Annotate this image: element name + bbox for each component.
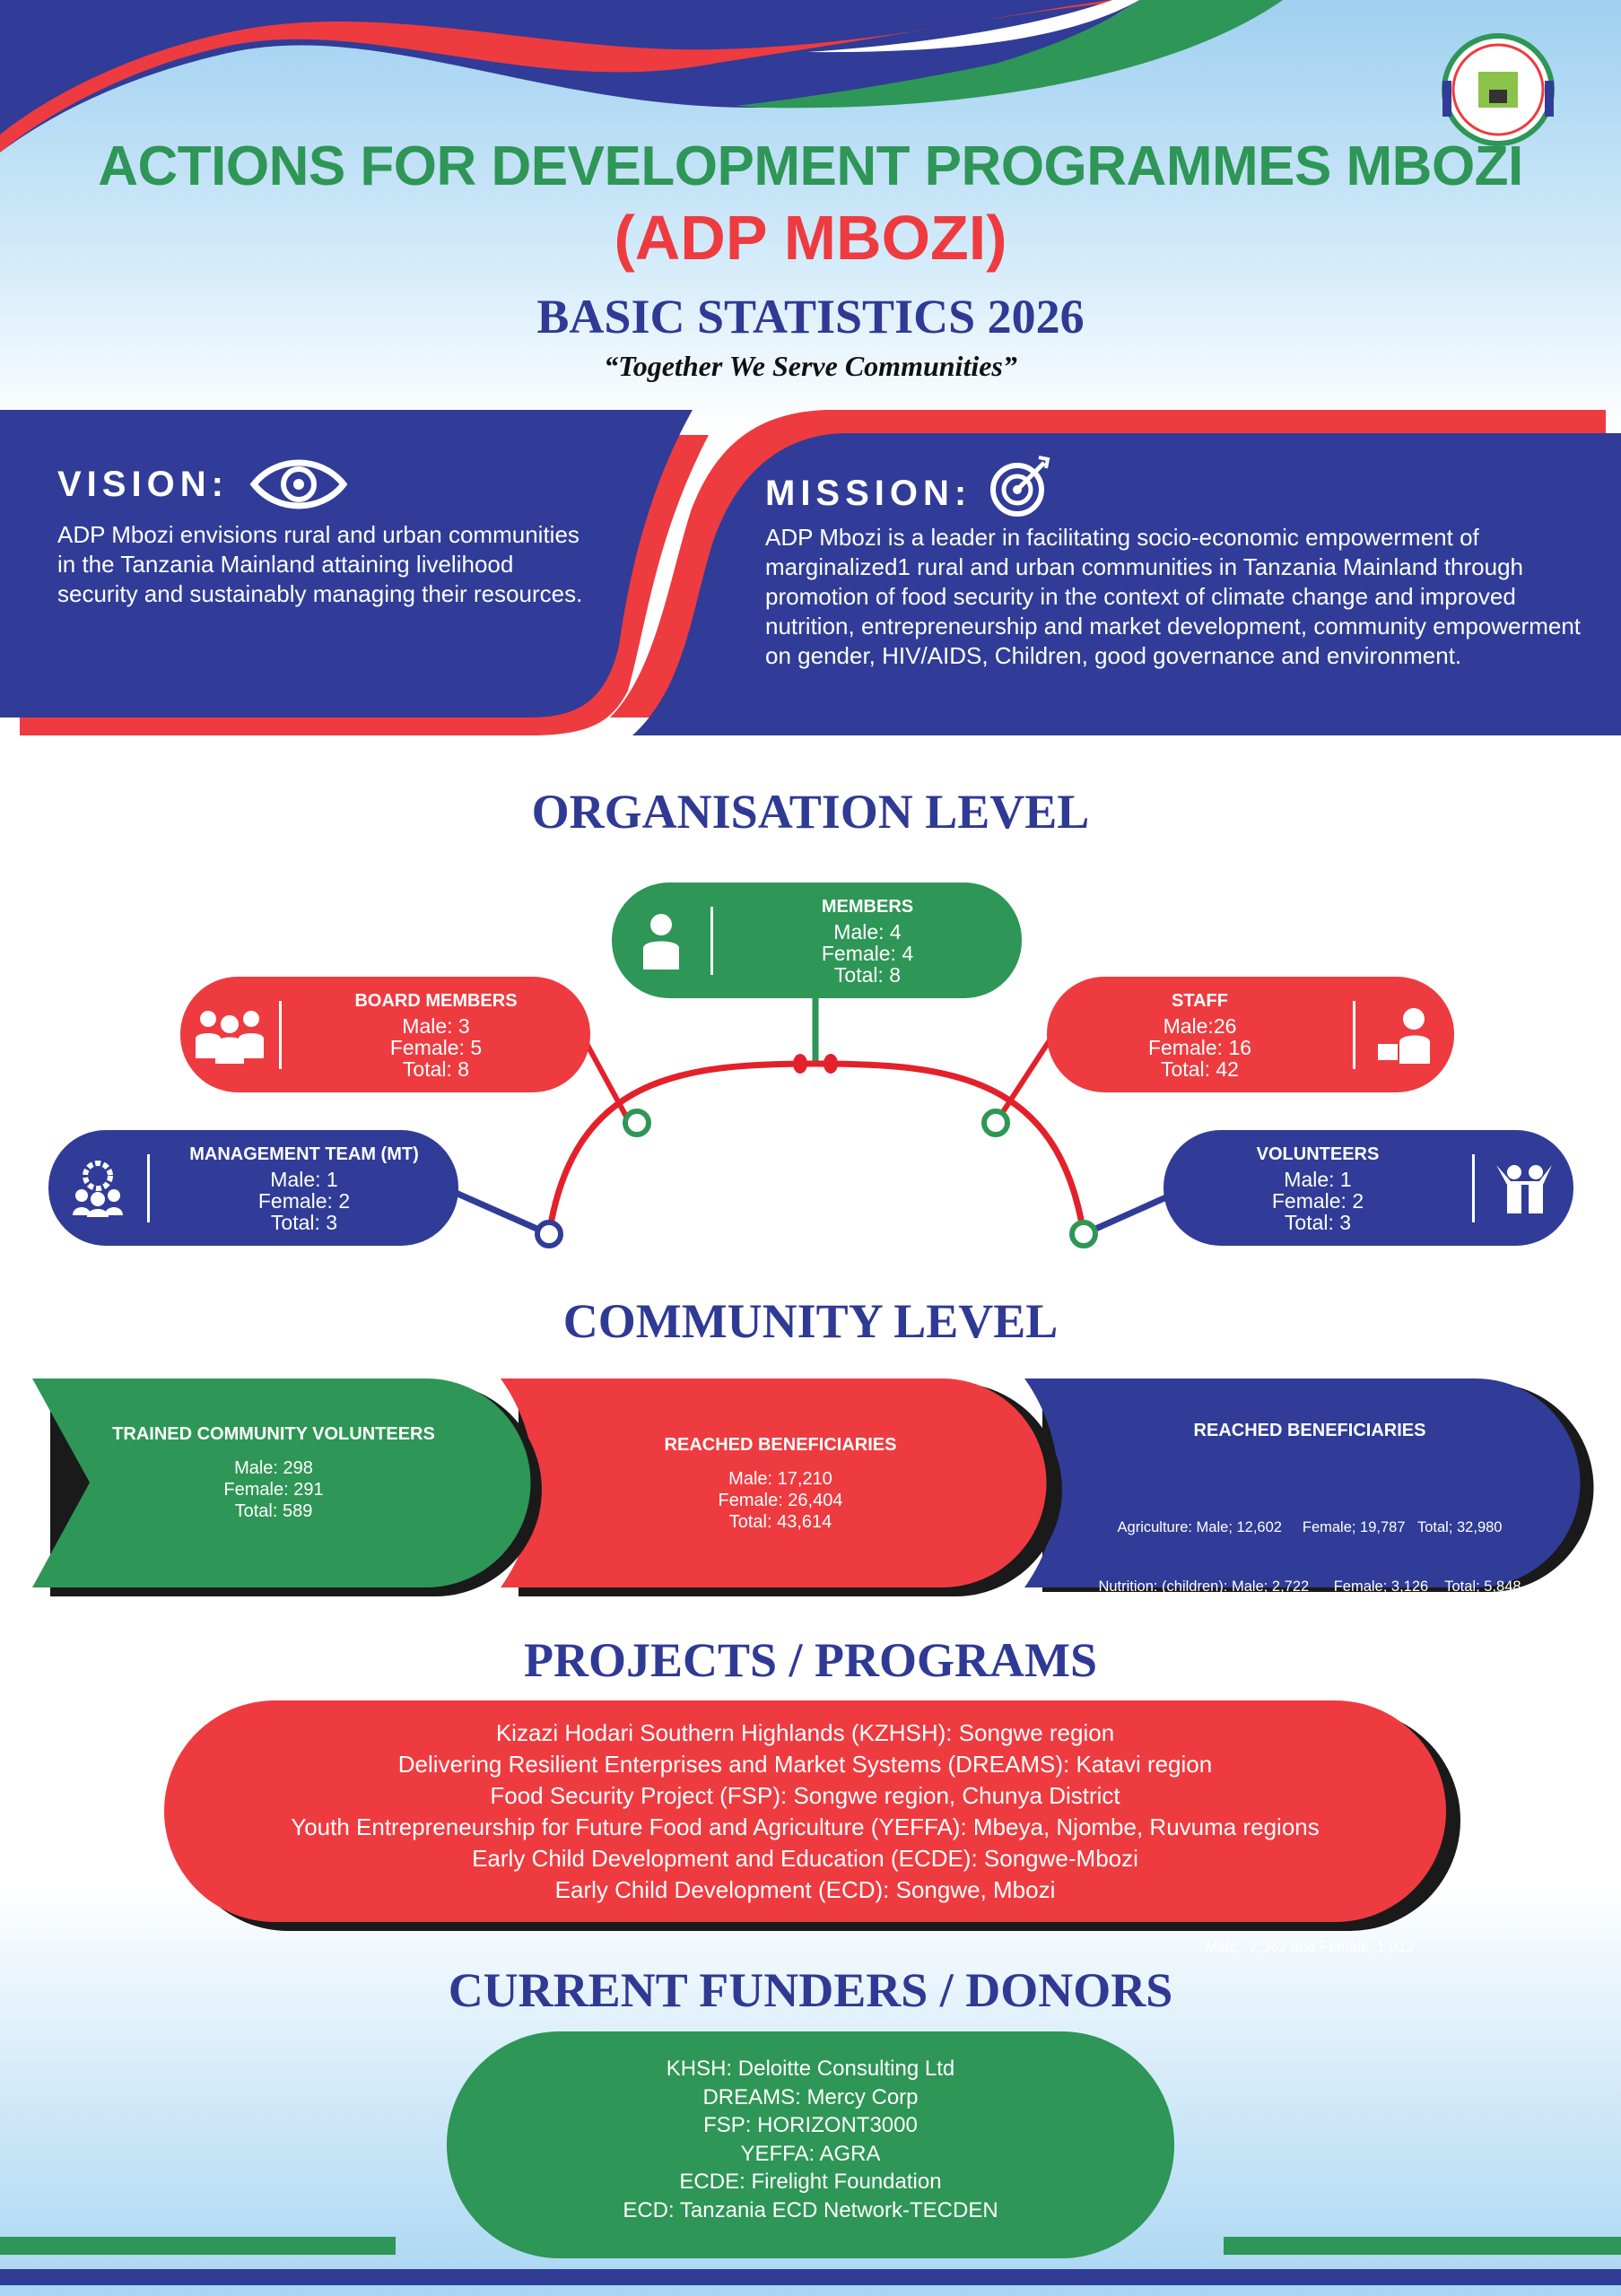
eye-icon [249,459,348,509]
project-item: Early Child Development (ECD): Songwe, M… [554,1876,1056,1903]
volunteers-cheer-icon [1496,1164,1552,1213]
footer-bar-left [0,2237,396,2255]
members-female: Female: 4 [821,941,914,965]
acronym-title: (ADP MBOZI) [614,203,1007,273]
reached-male: Male: 17,210 [728,1469,832,1489]
main-title: ACTIONS FOR DEVELOPMENT PROGRAMMES MBOZI [98,135,1523,197]
board-title: BOARD MEMBERS [354,990,518,1011]
organisation-heading: ORGANISATION LEVEL [531,785,1090,839]
projects-list: Kizazi Hodari Southern Highlands (KZHSH)… [164,1700,1446,1922]
mission-text: ADP Mbozi is a leader in facilitating so… [765,524,1582,669]
reached-female: Female: 26,404 [718,1491,843,1510]
footer-bar-right [1224,2237,1621,2255]
funder-item: DREAMS: Mercy Corp [702,2084,919,2109]
vision-text: ADP Mbozi envisions rural and urban comm… [57,521,583,607]
funder-item: ECD: Tanzania ECD Network-TECDEN [623,2197,998,2222]
members-total: Total: 8 [833,962,902,987]
members-male: Male: 4 [833,919,902,944]
staff-female: Female: 16 [1147,1035,1252,1059]
funder-item: YEFFA: AGRA [740,2141,881,2166]
detail-line: Agriculture: Male; 12,602 Female; 19,787… [1117,1518,1503,1535]
project-item: Youth Entrepreneurship for Future Food a… [291,1813,1320,1840]
community-heading: COMMUNITY LEVEL [562,1294,1059,1348]
person-icon [643,913,679,970]
funder-item: KHSH: Deloitte Consulting Ltd [666,2057,955,2081]
management-total: Total: 3 [270,1210,338,1234]
project-item: Delivering Resilient Enterprises and Mar… [397,1751,1213,1778]
vision-mission-background [0,410,1621,735]
target-icon [990,456,1050,517]
staff-total: Total: 42 [1161,1057,1239,1081]
detail-line: Nutrition: (children): Male; 2,722 Femal… [1098,1578,1521,1596]
projects-heading: PROJECTS / PROGRAMS [523,1633,1098,1687]
funders-list: KHSH: Deloitte Consulting Ltd DREAMS: Me… [447,2031,1174,2258]
project-item: Early Child Development and Education (E… [472,1845,1138,1872]
volunteers-title: VOLUNTEERS [1256,1144,1380,1164]
staff-briefcase-icon [1378,1007,1430,1064]
volunteers-female: Female: 2 [1271,1188,1364,1213]
volunteers-total: Total: 3 [1284,1210,1352,1234]
project-item: Food Security Project (FSP): Songwe regi… [490,1782,1120,1809]
vision-heading: VISION: [57,465,229,504]
detail-line: Male; 2,362 and Female; 1,012 [1205,1938,1415,1955]
tagline: “Together We Serve Communities” [604,350,1017,382]
trained-total: Total: 589 [234,1501,313,1521]
trained-female: Female: 291 [223,1480,324,1500]
board-male: Male: 3 [402,1013,470,1038]
members-title: MEMBERS [821,896,914,917]
management-title: MANAGEMENT TEAM (MT) [189,1144,419,1164]
management-male: Male: 1 [270,1167,338,1191]
funder-item: ECDE: Firelight Foundation [679,2170,942,2195]
staff-male: Male:26 [1163,1013,1237,1038]
org-connector-arc [454,998,1168,1248]
footer-bar-blue [0,2269,1621,2285]
team-gear-icon [73,1160,123,1217]
trained-title: TRAINED COMMUNITY VOLUNTEERS [112,1424,435,1444]
trained-male: Male: 298 [234,1458,313,1478]
mission-heading: MISSION: [765,474,972,513]
volunteers-male: Male: 1 [1284,1167,1352,1191]
funder-item: FSP: HORIZONT3000 [703,2113,918,2138]
community-cards-background [32,1378,1594,1596]
header-swoosh [0,0,1283,152]
project-item: Kizazi Hodari Southern Highlands (KZHSH)… [495,1719,1115,1746]
staff-title: STAFF [1172,990,1228,1011]
reached-title: REACHED BENEFICIARIES [664,1435,897,1455]
adp-mbozi-logo [1435,27,1561,152]
board-total: Total: 8 [402,1057,470,1081]
group-icon [196,1010,264,1064]
subtitle: BASIC STATISTICS 2026 [536,290,1085,344]
reached-total: Total: 43,614 [728,1512,832,1532]
detail-line: (Caregivers): Male; 422 Female; 1,759 To… [1132,1639,1487,1656]
board-female: Female: 5 [389,1035,483,1059]
management-female: Female: 2 [257,1188,351,1213]
funders-heading: CURRENT FUNDERS / DONORS [448,1963,1173,2017]
reached-detail-title: REACHED BENEFICIARIES [1193,1421,1426,1440]
